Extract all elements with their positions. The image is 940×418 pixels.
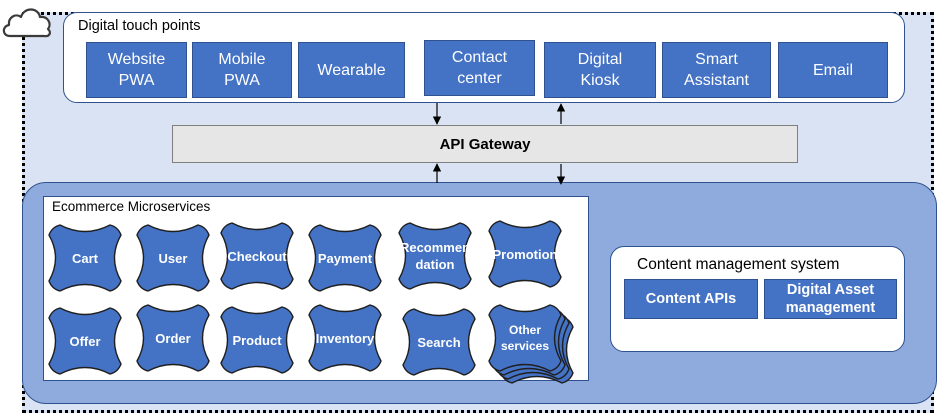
api-gateway: API Gateway [172,125,798,163]
service-cart: Cart [46,222,124,294]
service-label: Other services [500,323,550,353]
touch-point-wearable: Wearable [298,42,405,98]
service-search: Search [400,306,478,378]
touch-point-label: Website PWA [107,51,166,89]
touch-point-smart-assistant: Smart Assistant [662,42,771,98]
touch-point-website-pwa: Website PWA [86,42,187,98]
touch-point-label: Email [812,61,853,79]
touch-point-label: Mobile PWA [218,51,266,89]
service-label: Order [155,330,191,346]
service-other-services: Other services [486,302,574,384]
touch-point-label: Wearable [317,61,386,79]
api-gateway-label: API Gateway [439,135,531,153]
cloud-icon [2,8,51,38]
service-label: Product [232,332,282,348]
touch-point-digital-kiosk: Digital Kiosk [544,42,656,98]
service-checkout: Checkout [218,220,296,292]
touch-points-title: Digital touch points [78,18,201,34]
cms-box-label: Content APIs [645,291,737,307]
service-label: User [158,250,188,266]
service-user: User [134,222,212,294]
cms-digital-asset-management: Digital Asset management [764,279,897,319]
ecommerce-microservices-title: Ecommerce Microservices [52,199,211,214]
touch-point-label: Contact center [451,49,508,87]
cms-box-label: Digital Asset management [785,282,876,316]
service-label: Recommen dation [399,240,471,272]
touch-point-email: Email [778,42,888,98]
cms-title: Content management system [637,256,840,273]
touch-point-label: Digital Kiosk [577,51,623,89]
service-label: Offer [69,333,101,349]
service-label: Search [417,334,461,350]
service-label: Checkout [227,248,287,264]
service-payment: Payment [306,222,384,294]
service-product: Product [218,304,296,376]
touch-point-label: Smart Assistant [684,51,749,89]
service-label: Cart [71,250,98,266]
service-inventory: Inventory [306,302,384,374]
touch-point-contact-center: Contact center [424,40,535,96]
cms-content-apis: Content APIs [624,279,758,319]
touch-point-mobile-pwa: Mobile PWA [192,42,292,98]
service-label: Promotion [492,246,558,262]
service-offer: Offer [46,305,124,377]
service-recommendation: Recommen dation [396,220,474,292]
service-promotion: Promotion [486,218,564,290]
service-label: Inventory [315,330,375,346]
service-label: Payment [317,250,373,266]
service-order: Order [134,302,212,374]
